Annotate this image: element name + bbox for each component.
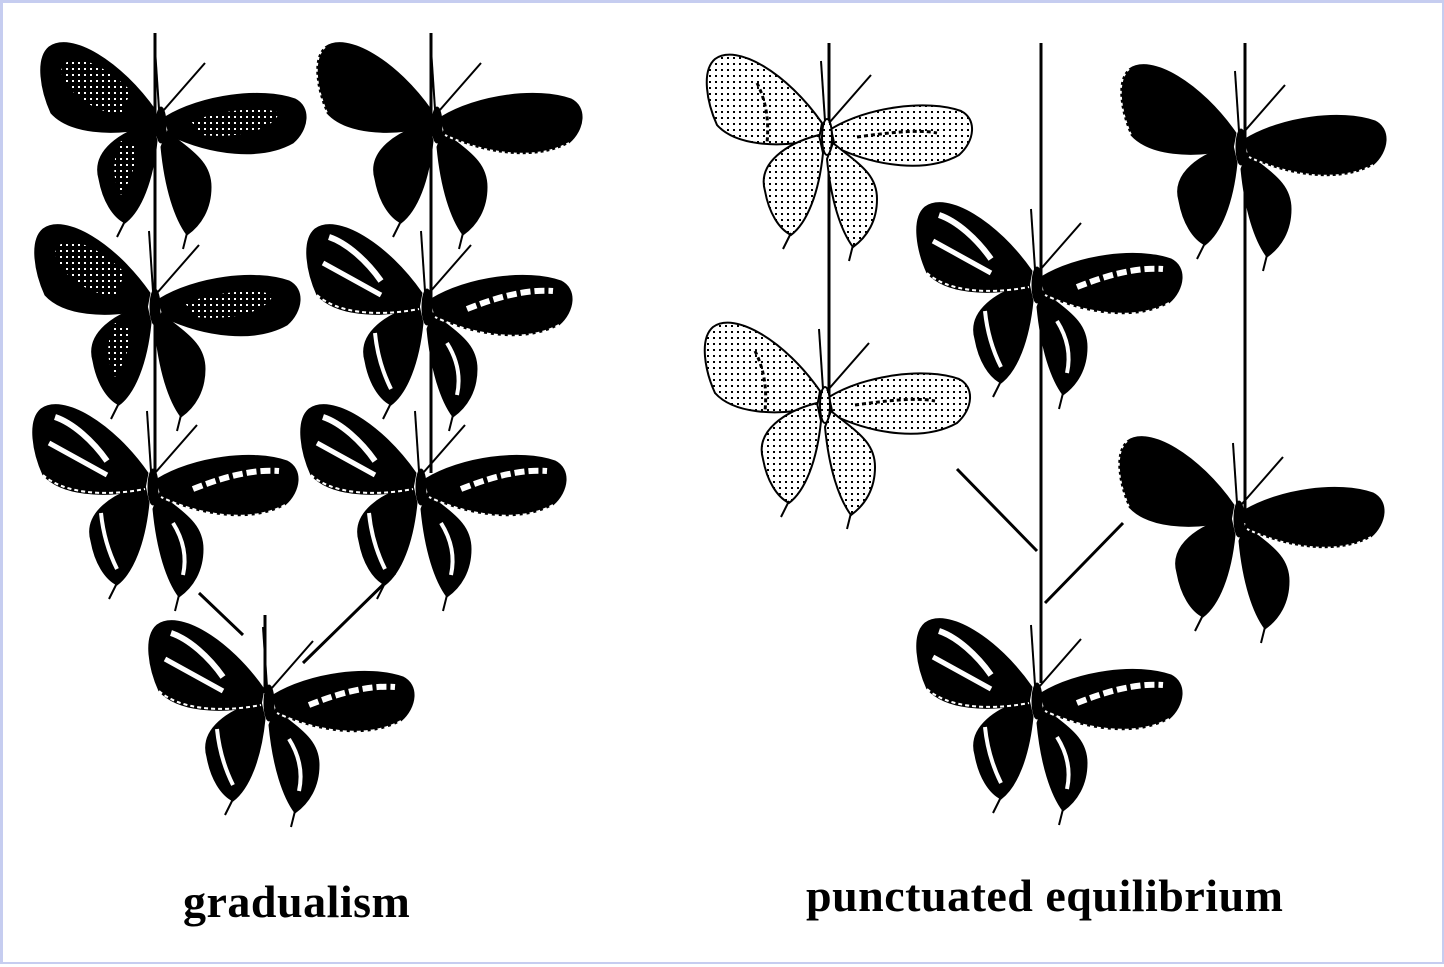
- butterfly-icon: [705, 323, 970, 529]
- punctuated-butterflies: [705, 55, 1386, 825]
- evolution-diagram: [3, 3, 1444, 967]
- butterfly-icon: [33, 405, 298, 611]
- caption-gradualism: gradualism: [183, 875, 410, 928]
- butterfly-icon: [41, 43, 306, 249]
- butterfly-icon: [1121, 65, 1386, 271]
- gradualism-butterflies: [33, 43, 582, 827]
- butterfly-icon: [307, 225, 572, 431]
- branch-line: [199, 593, 243, 635]
- butterfly-icon: [1119, 437, 1384, 643]
- butterfly-icon: [917, 619, 1182, 825]
- butterfly-icon: [149, 621, 414, 827]
- butterfly-icon: [317, 43, 582, 249]
- caption-punctuated-equilibrium: punctuated equilibrium: [806, 869, 1284, 922]
- butterfly-icon: [35, 225, 300, 431]
- butterfly-icon: [301, 405, 566, 611]
- branch-line: [303, 573, 395, 663]
- branch-line: [1045, 523, 1123, 603]
- branch-line: [957, 469, 1037, 551]
